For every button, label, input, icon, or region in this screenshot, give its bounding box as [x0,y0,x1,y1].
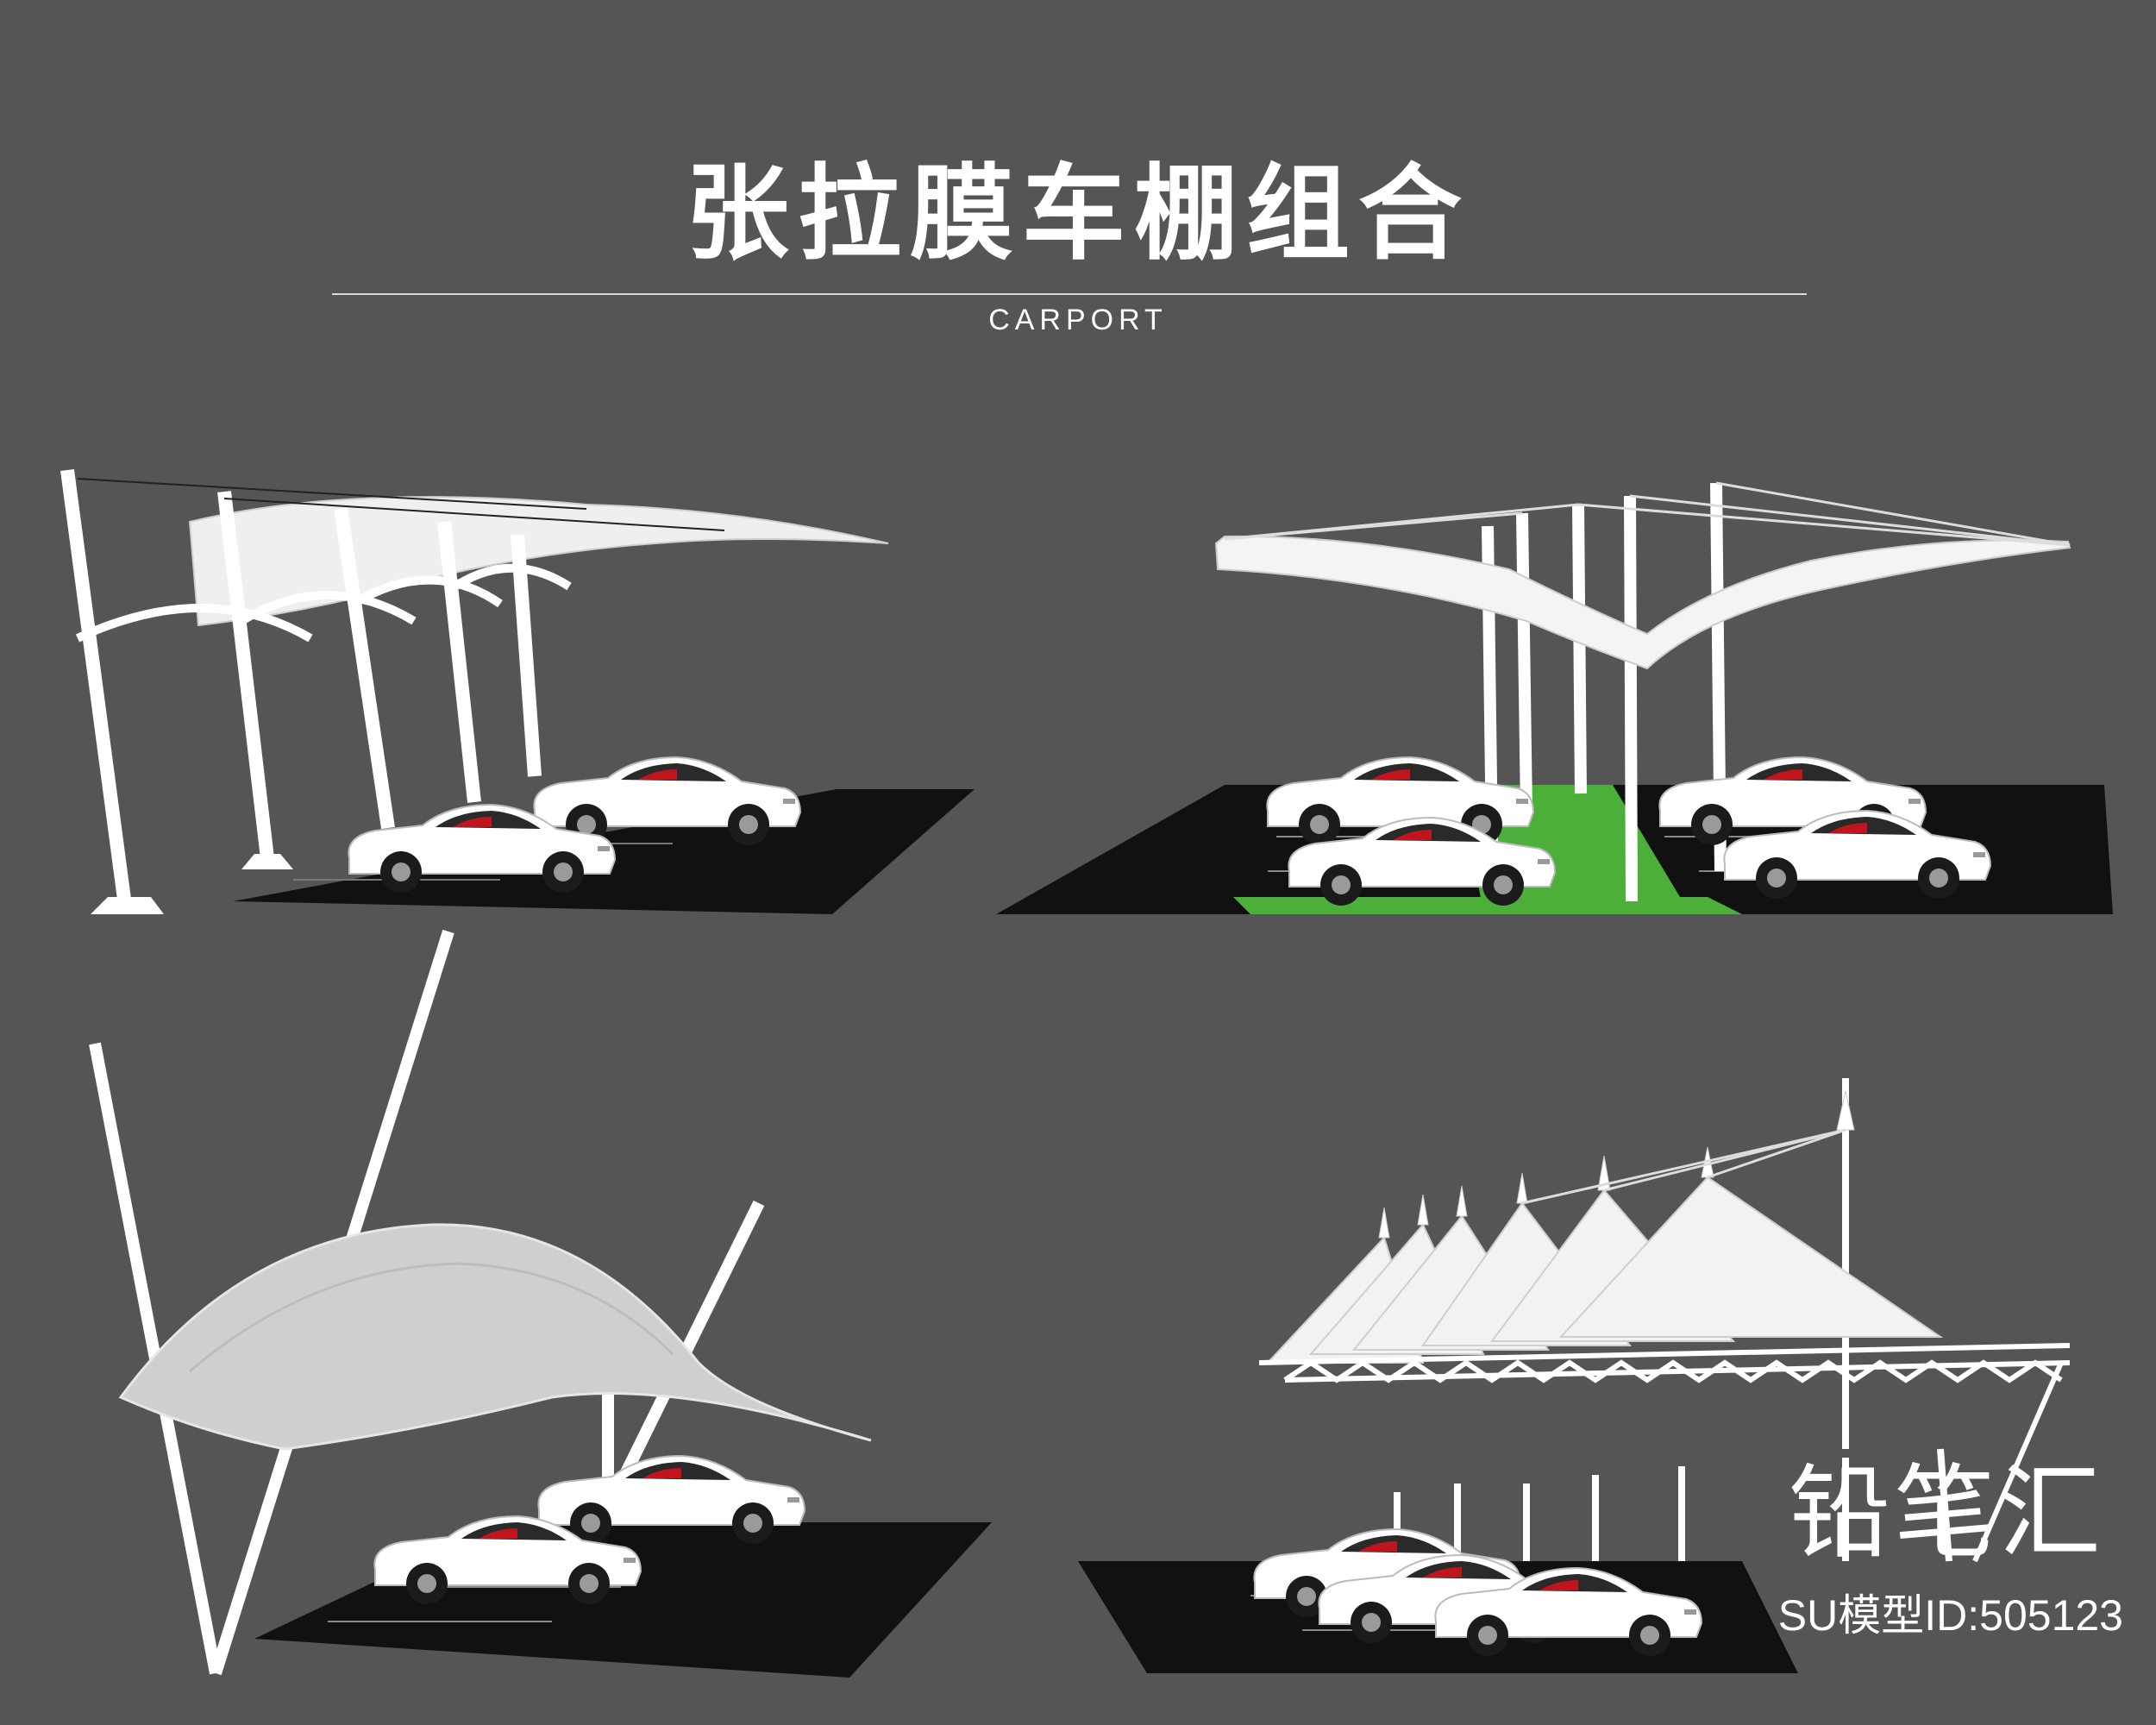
membrane-canopy [1214,535,2071,670]
parking-ground [254,1522,992,1678]
post-base [91,897,164,914]
support-posts [1394,1078,1952,1578]
membrane-canopy [188,496,889,627]
watermark-logo: 铅笔汇 [1788,1453,2104,1572]
grass-border [1233,897,1742,914]
page-title: 张拉膜车棚组合 [686,154,1470,274]
title-divider [332,293,1807,295]
arch-ribs [75,563,572,643]
tension-cables [1224,481,2071,547]
cone-membranes [1265,1176,1944,1364]
butterfly-membrane-carport [996,481,2113,914]
page-subtitle: CARPORT [988,304,1168,336]
tension-cables [1521,1128,1846,1205]
support-posts [60,468,542,907]
model-id-label: SU模型ID:505123 [1777,1591,2123,1640]
post-base [241,854,293,869]
membrane-canopy [118,1223,872,1451]
tension-cables [77,478,725,531]
arched-membrane-carport [60,468,975,914]
truss-frame [1258,1343,2071,1563]
membrane-seam [189,1262,674,1373]
mast-cable-membrane-carport [89,929,992,1678]
cone-tent-carport [1078,1078,2071,1673]
